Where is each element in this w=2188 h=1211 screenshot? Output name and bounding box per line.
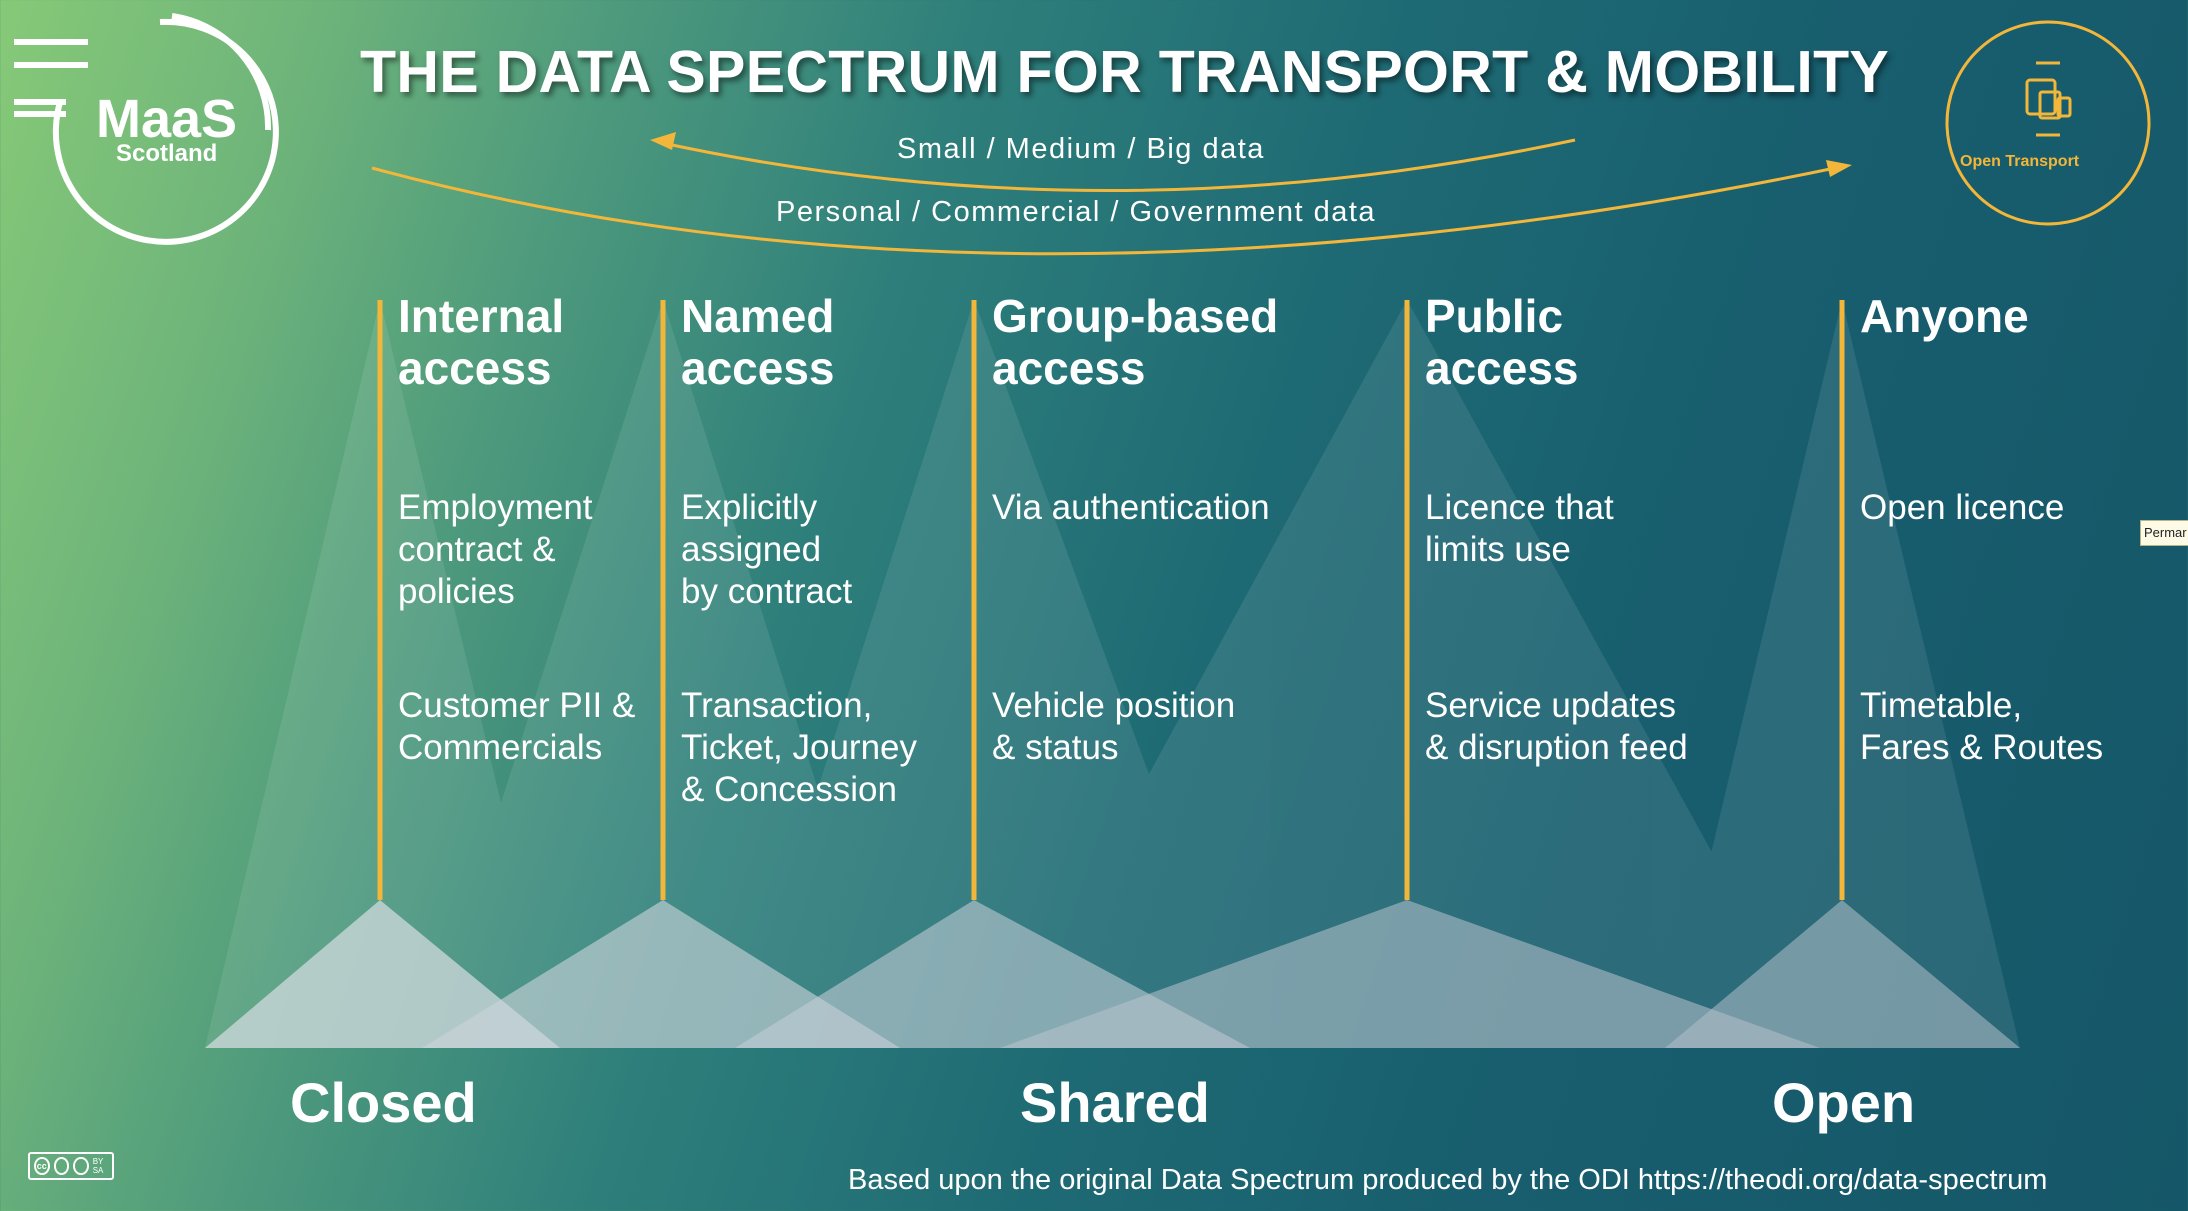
column-internal-access: Internal access Employment contract & po…: [398, 290, 698, 767]
column-heading: Public access: [1425, 290, 1579, 394]
logo-subtext: Scotland: [116, 140, 218, 167]
column-description: Via authentication: [992, 488, 1270, 527]
sa-icon: [73, 1157, 89, 1175]
license-terms: BY SA: [92, 1157, 104, 1175]
attribution-footer[interactable]: Based upon the original Data Spectrum pr…: [848, 1164, 2048, 1196]
maas-logo-graphic: [14, 13, 279, 245]
spectrum-pyramids: [205, 900, 2020, 1048]
column-anyone: Anyone Open licence Timetable, Fares & R…: [1860, 290, 2160, 767]
column-example: Vehicle position & status: [992, 686, 1236, 767]
column-group-based-access: Group-based access Via authentication Ve…: [992, 290, 1322, 767]
column-heading: Anyone: [1860, 290, 2029, 342]
data-size-arcs: [371, 132, 1852, 256]
column-description: Employment contract & policies: [398, 488, 593, 611]
column-example: Customer PII & Commercials: [398, 686, 636, 767]
column-example: Transaction, Ticket, Journey & Concessio…: [681, 686, 918, 809]
open-transport-logo: [1945, 20, 2151, 226]
tooltip: Permar: [2140, 520, 2188, 546]
column-example: Service updates & disruption feed: [1425, 686, 1688, 767]
column-heading: Internal access: [398, 290, 565, 394]
license-badge[interactable]: cc BY SA: [28, 1152, 114, 1180]
arc-label-size: Small / Medium / Big data: [897, 133, 1265, 165]
column-public-access: Public access Licence that limits use Se…: [1425, 290, 1725, 767]
by-icon: [53, 1157, 70, 1175]
column-heading: Group-based access: [992, 290, 1279, 394]
column-example: Timetable, Fares & Routes: [1860, 686, 2104, 767]
column-markers: [377, 300, 1845, 900]
column-description: Explicitly assigned by contract: [681, 488, 853, 611]
scale-label-shared: Shared: [1020, 1071, 1210, 1134]
column-description: Licence that limits use: [1425, 488, 1614, 569]
column-heading: Named access: [681, 290, 835, 394]
scale-label-open: Open: [1772, 1071, 1916, 1134]
column-named-access: Named access Explicitly assigned by cont…: [681, 290, 981, 809]
open-transport-label: Open Transport: [1960, 153, 2080, 170]
light-beams: [205, 300, 2020, 1048]
scale-label-closed: Closed: [290, 1071, 477, 1134]
column-description: Open licence: [1860, 488, 2065, 527]
page-title: THE DATA SPECTRUM FOR TRANSPORT & MOBILI…: [360, 39, 1890, 105]
arc-label-owner: Personal / Commercial / Government data: [776, 196, 1377, 228]
logo-text: MaaS: [96, 89, 238, 149]
cc-icon: cc: [34, 1157, 50, 1175]
